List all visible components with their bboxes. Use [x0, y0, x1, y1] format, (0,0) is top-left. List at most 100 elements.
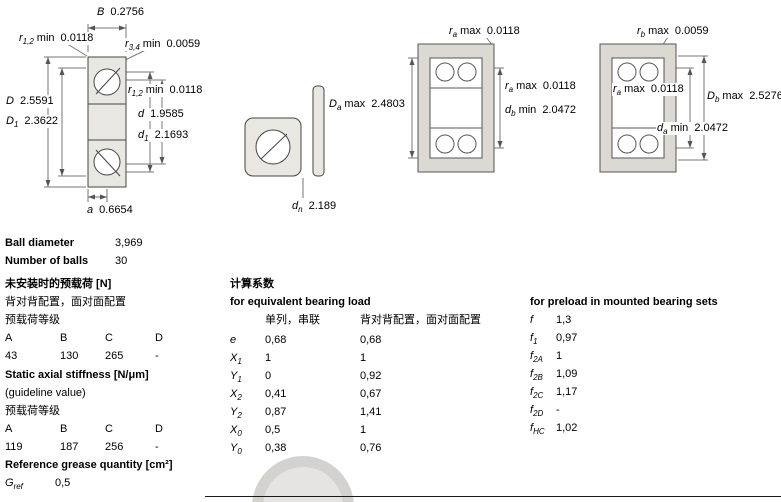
ball [435, 134, 455, 154]
preload-header-b: B [60, 332, 68, 344]
dim-symbol: D1 [6, 115, 19, 130]
dim-bore-diameter-d: d 1.9585 [137, 108, 185, 121]
factor-x1-col2: 1 [360, 352, 367, 364]
factor-f2d-label: f2D [530, 404, 544, 419]
number-of-balls-value: 30 [115, 255, 128, 267]
factor-y2-col2: 1,41 [360, 406, 382, 418]
ball [457, 62, 477, 82]
contact-angle-line [260, 133, 288, 160]
factor-f-label: f [530, 314, 534, 326]
dim-symbol: B [97, 6, 105, 18]
factor-f2b-label: f2B [530, 368, 543, 383]
ball [617, 62, 637, 82]
factor-x2-col2: 0,67 [360, 388, 382, 400]
preload-sets-title: for preload in mounted bearing sets [530, 296, 718, 308]
stiffness-value-d: - [155, 441, 159, 453]
stiffness-values: 119 187 256 - [5, 441, 195, 454]
grease-section-title: Reference grease quantity [cm²] [5, 459, 173, 471]
spacer-ring [312, 85, 325, 177]
dim-value: 0.0118 [650, 83, 684, 95]
preload-value-c: 265 [105, 350, 124, 362]
factor-y2-label: Y2 [230, 406, 242, 421]
factor-x2-col1: 0,41 [265, 388, 287, 400]
dim-value: 2.3622 [24, 115, 59, 127]
stiffness-value-c: 256 [105, 441, 124, 453]
dim-value: 1.9585 [150, 108, 184, 120]
bearing-front-view [244, 85, 325, 177]
stiffness-class-headers: A B C D [5, 423, 195, 436]
factor-f2b-value: 1,09 [556, 368, 578, 380]
abutment-drawing-left [417, 43, 495, 173]
factor-y1-col1: 0 [265, 370, 272, 382]
back-to-back-header: 背对背配置，面对面配置 [360, 314, 481, 326]
factor-y2-col1: 0,87 [265, 406, 287, 418]
factor-f2c-label: f2C [530, 386, 544, 401]
preload-arrangement-label: 背对背配置，面对面配置 [5, 296, 126, 308]
dim-value: 2.0472 [542, 104, 576, 116]
factor-x0-label: X0 [230, 424, 242, 439]
factor-f-value: 1,3 [556, 314, 572, 326]
dim-value: 2.0472 [694, 122, 728, 134]
calculation-factors-title: 计算系数 [230, 278, 274, 290]
factor-e-col1: 0,68 [265, 334, 287, 346]
factor-x0-col2: 1 [360, 424, 367, 436]
dim-symbol: D [6, 95, 14, 107]
factor-f2d-value: - [556, 404, 560, 416]
number-of-balls-label: Number of balls [5, 255, 89, 267]
stiffness-note: (guideline value) [5, 387, 86, 399]
dim-value: 2.189 [308, 200, 337, 212]
factor-e-label: e [230, 334, 237, 346]
factor-x1-col1: 1 [265, 352, 272, 364]
stiffness-class-label: 预载荷等级 [5, 405, 60, 417]
factor-x2-label: X2 [230, 388, 242, 403]
stiffness-value-a: 119 [5, 441, 23, 453]
technical-drawings [44, 24, 708, 202]
stiffness-header-b: B [60, 423, 68, 435]
dim-value: 0.0118 [60, 32, 94, 44]
dim-value: 2.5276 [749, 90, 781, 102]
factor-y0-label: Y0 [230, 442, 242, 457]
dim-D1: D1 2.3622 [5, 115, 60, 130]
factor-f2c-value: 1,17 [556, 386, 578, 398]
stiffness-header-c: C [105, 423, 113, 435]
preload-value-a: 43 [5, 350, 18, 362]
single-tandem-header: 单列，串联 [265, 314, 320, 326]
contact-angle-line [95, 67, 121, 177]
section-divider [205, 496, 781, 497]
equivalent-load-title: for equivalent bearing load [230, 296, 371, 308]
dim-value: 0.6654 [99, 204, 133, 216]
factor-y1-label: Y1 [230, 370, 242, 385]
dim-symbol: d1 [138, 129, 149, 144]
factor-y1-col2: 0,92 [360, 370, 382, 382]
preload-class-label: 预载荷等级 [5, 314, 60, 326]
factor-fhc-value: 1,02 [556, 422, 578, 434]
preload-header-c: C [105, 332, 113, 344]
dim-symbol: d [138, 108, 145, 120]
factor-y0-col2: 0,76 [360, 442, 382, 454]
factor-y0-col1: 0,38 [265, 442, 287, 454]
stiffness-header-a: A [5, 423, 13, 435]
